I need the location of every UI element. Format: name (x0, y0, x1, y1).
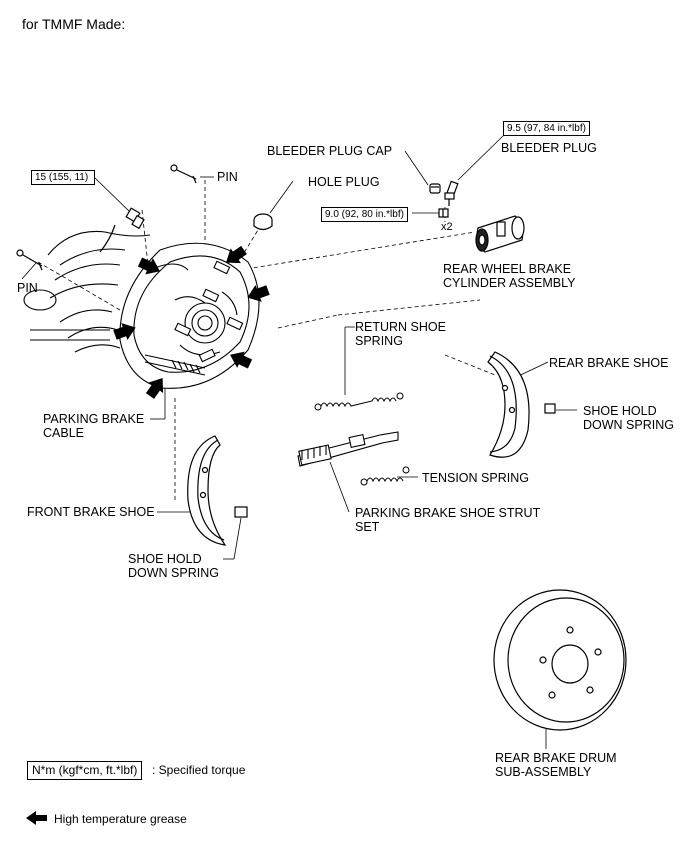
label-bleeder-plug-cap: BLEEDER PLUG CAP (267, 144, 393, 158)
label-bleeder-plug: BLEEDER PLUG (501, 141, 597, 155)
wheel-cylinder-assembly (475, 215, 525, 253)
torque-box-bleeder-plug: 9.5 (97, 84 in.*lbf) (503, 121, 590, 136)
hub-studs (174, 260, 244, 363)
rear-brake-shoe (487, 351, 556, 458)
backing-plate (23, 230, 260, 389)
cylinder-bolt (438, 208, 449, 218)
label-return-spring-2: SPRING (355, 334, 403, 348)
label-shoe-hold-left-1: SHOE HOLD (128, 552, 202, 566)
tension-spring (360, 466, 410, 486)
hole-plug (253, 213, 273, 231)
label-parking-cable-2: CABLE (43, 426, 84, 440)
pin-left (16, 249, 43, 271)
label-drum-2: SUB-ASSEMBLY (495, 765, 592, 779)
front-brake-shoe (187, 435, 248, 546)
label-hole-plug: HOLE PLUG (308, 175, 380, 189)
brake-line-fitting (99, 207, 145, 253)
torque-box-cylinder-bolt: 9.0 (92, 80 in.*lbf) (321, 207, 408, 222)
label-drum-1: REAR BRAKE DRUM (495, 751, 617, 765)
label-shoe-hold-left-2: DOWN SPRING (128, 566, 219, 580)
label-shoe-hold-right-1: SHOE HOLD (583, 404, 657, 418)
label-wheel-cylinder-1: REAR WHEEL BRAKE (443, 262, 572, 276)
label-return-spring-1: RETURN SHOE (355, 320, 446, 334)
label-rear-brake-shoe: REAR BRAKE SHOE (549, 356, 669, 370)
parking-brake-strut-set (297, 431, 399, 467)
label-x2: x2 (441, 221, 453, 233)
label-pin-top: PIN (217, 170, 238, 184)
label-tension-spring: TENSION SPRING (422, 471, 529, 485)
label-wheel-cylinder-2: CYLINDER ASSEMBLY (443, 276, 576, 290)
parking-brake-cable (144, 354, 206, 376)
label-shoe-hold-right-2: DOWN SPRING (583, 418, 674, 432)
legend-grease-description: High temperature grease (54, 812, 187, 826)
legend-torque-description: : Specified torque (152, 763, 246, 777)
bleeder-plug-cap (429, 183, 441, 194)
grease-arrow-icon (26, 811, 47, 825)
return-shoe-spring (314, 392, 404, 411)
label-pin-left: PIN (17, 281, 38, 295)
pin-top (170, 164, 197, 184)
bleeder-plug (444, 180, 459, 206)
brake-drum (493, 589, 627, 731)
grease-arrows (113, 245, 270, 399)
label-strut-set-1: PARKING BRAKE SHOE STRUT (355, 506, 541, 520)
legend-torque-box: N*m (kgf*cm, ft.*lbf) (27, 761, 143, 780)
label-front-brake-shoe: FRONT BRAKE SHOE (27, 505, 155, 519)
label-parking-cable-1: PARKING BRAKE (43, 412, 145, 426)
label-strut-set-2: SET (355, 520, 380, 534)
page-title: for TMMF Made: (22, 16, 126, 32)
torque-box-brake-line: 15 (155, 11) (31, 170, 95, 185)
